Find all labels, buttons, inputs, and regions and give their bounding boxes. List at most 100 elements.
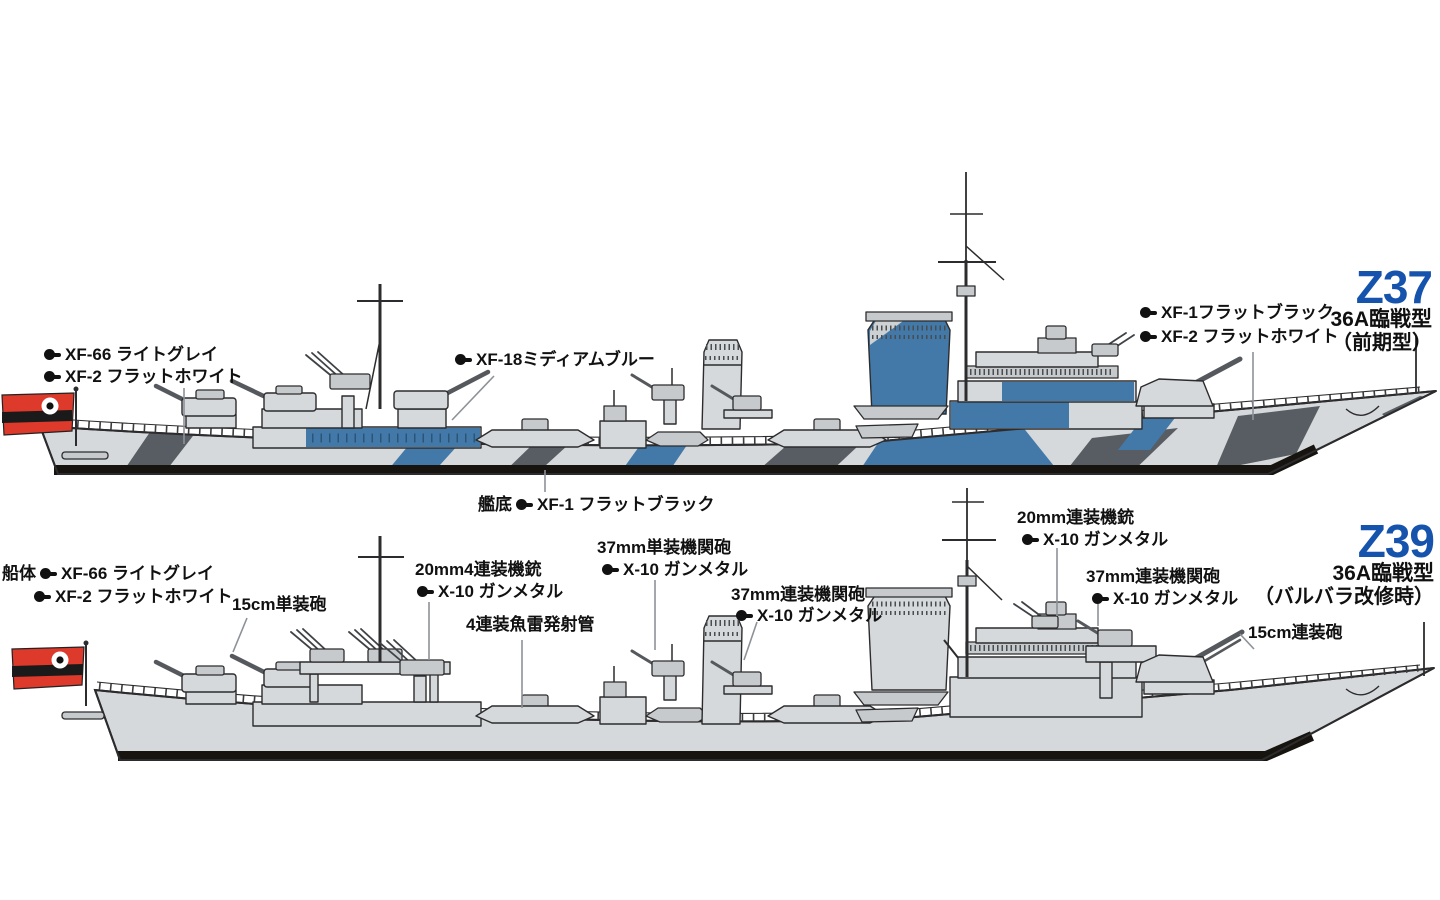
paint-dab-icon [1092,593,1109,604]
z37-blue-band [306,428,480,447]
ship-z37-artwork [1,172,1437,475]
label-z37-dark-paint-1: XF-1フラットブラック [1140,304,1334,321]
z37-naval-ensign [1,386,79,446]
z39-aft-mast [358,536,404,662]
z37-37mm-twin-gun [710,384,773,419]
z39-boat [853,691,949,706]
label-text: XF-2 フラットホワイト [55,587,233,606]
paint-dab-icon [455,354,472,365]
z39-naval-ensign [11,640,89,706]
z39-forward-funnel [865,587,983,691]
paint-dab-icon [44,371,61,382]
paint-dab-icon [602,564,619,575]
z39-dinghy [645,707,709,723]
paint-dab-icon [40,568,57,579]
z39-aft-turret [153,659,237,705]
paint-dab-icon [417,586,434,597]
z39-aft-deckhouse [252,701,482,727]
z39-boat-small [855,707,919,723]
z39-main-mast [942,488,1003,677]
label-text: X-10 ガンメタル [623,560,749,579]
label-text: 37mm単装機関砲 [597,538,732,557]
label-text: X-10 ガンメタル [438,582,564,601]
z37-variant-note: （前期型） [1332,332,1432,355]
z37-quad-aa-gun [305,351,371,429]
z39-stern-slot [61,711,105,720]
label-text: 4連装魚雷発射管 [466,615,595,634]
label-z39-15cm-single: 15cm単装砲 [232,596,326,613]
z37-main-mast [938,172,1005,401]
z39-name: Z39 [1357,515,1435,567]
label-z39-20mm-quad: 20mm4連装機銃 [415,561,542,578]
z39-20mm-twin-gun [1031,615,1059,629]
z39-variant: 36A臨戦型 [1332,562,1434,586]
label-text: 15cm単装砲 [232,595,327,614]
z37-torpedo-tubes-aft [475,418,595,448]
z39-37mm-gun [630,644,685,701]
z37-aft-mast [357,284,403,410]
label-z39-torpedo: 4連装魚雷発射管 [466,616,594,633]
paint-dab-icon [1022,534,1039,545]
label-z39-37mm-twin-fwd-paint: X-10 ガンメタル [1092,590,1238,607]
label-z37-hull-bottom: 艦底 XF-1 フラットブラック [478,496,715,513]
label-prefix: 船体 [2,564,36,583]
label-z39-20mm-quad-paint: X-10 ガンメタル [417,583,563,600]
z39-aft-funnel [701,615,743,725]
label-text: 20mm連装機銃 [1017,508,1135,527]
label-text: X-10 ガンメタル [1043,530,1169,549]
label-z39-37mm-twin-fwd: 37mm連装機関砲 [1086,568,1220,585]
label-z39-20mm-twin-paint: X-10 ガンメタル [1022,531,1168,548]
z37-bridge [949,325,1143,430]
z37-forward-deckhouse-turret [393,369,491,429]
label-text: XF-66 ライトグレイ [65,345,219,364]
z37-bow-turret [1135,356,1243,419]
label-prefix: 艦底 [478,495,512,514]
label-z37-dark-paint-2: XF-2 フラットホワイト [1140,328,1339,345]
label-text: 20mm4連装機銃 [415,560,542,579]
z37-boat [853,405,949,420]
label-text: X-10 ガンメタル [1113,589,1239,608]
z37-forward-funnel [865,311,953,415]
ship-z39-artwork [11,488,1435,761]
label-text: XF-2 フラットホワイト [65,367,243,386]
label-text: XF-2 フラットホワイト [1161,327,1339,346]
z37-dinghy [645,431,709,447]
label-text: 37mm連装機関砲 [731,585,866,604]
paint-dab-icon [44,349,61,360]
label-text: XF-18ミディアムブルー [476,350,655,369]
label-z39-15cm-twin: 15cm連装砲 [1248,624,1342,641]
z37-torpedo-tubes-fwd [767,418,887,448]
paint-dab-icon [1140,307,1157,318]
label-z39-hull-paint-1: 船体 XF-66 ライトグレイ [2,565,214,582]
paint-dab-icon [736,610,753,621]
z37-variant: 36A臨戦型 [1330,308,1432,332]
label-z37-hull-paint-2: XF-2 フラットホワイト [44,368,243,385]
label-text: XF-66 ライトグレイ [61,564,215,583]
paint-dab-icon [516,499,533,510]
z39-title-block: Z39 36A臨戦型 （バルバラ改修時） [1254,515,1435,609]
z39-quad-aa-gun [379,639,445,703]
z39-37mm-twin-gun-mid [710,660,773,695]
z37-aft-turret [153,383,237,429]
label-text: XF-1フラットブラック [1161,303,1334,322]
z37-stern-slot [61,451,109,460]
z39-variant-note: （バルバラ改修時） [1254,586,1434,609]
paint-dab-icon [1140,331,1157,342]
z39-bow-turret [1135,629,1245,695]
label-z37-hull-paint-1: XF-66 ライトグレイ [44,346,218,363]
z37-title-block: Z37 36A臨戦型 （前期型） [1330,261,1433,355]
leader-lines [183,352,1255,708]
label-z39-hull-paint-2: XF-2 フラットホワイト [34,588,233,605]
label-z39-37mm-single: 37mm単装機関砲 [597,539,731,556]
paint-dab-icon [34,591,51,602]
z37-aft-funnel [701,339,743,430]
label-text: XF-1 フラットブラック [537,495,715,514]
z39-torpedo-tubes-aft [475,694,595,724]
label-z39-37mm-twin-mid-paint: X-10 ガンメタル [736,607,882,624]
z37-name: Z37 [1355,261,1433,313]
label-z39-20mm-twin: 20mm連装機銃 [1017,509,1134,526]
label-text: 37mm連装機関砲 [1086,567,1221,586]
label-z39-37mm-twin-mid: 37mm連装機関砲 [731,586,865,603]
z39-37mm-twin-gun-fwd [1076,619,1157,699]
